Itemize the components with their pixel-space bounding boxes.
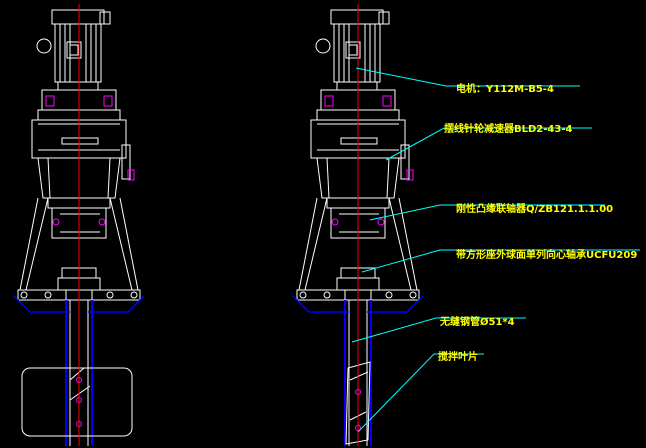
agitator-right-view: [292, 4, 424, 446]
leader-blade: [357, 353, 484, 433]
agitator-left-view: [13, 4, 145, 446]
leader-reducer: [385, 127, 592, 161]
leader-lines: [351, 67, 640, 433]
label-bearing: 带方形座外球面单列向心轴承UCFU209: [456, 248, 637, 261]
leader-bearing: [361, 249, 640, 273]
label-coupling: 刚性凸缘联轴器Q/ZB121.1.1.00: [456, 202, 613, 215]
leader-coupling: [369, 204, 605, 221]
label-blade: 搅拌叶片: [438, 350, 478, 363]
leader-motor: [355, 67, 580, 87]
shaft-right: [292, 295, 424, 446]
motor-right: [315, 9, 390, 91]
label-motor: 电机：Y112M-B5-4: [456, 82, 554, 95]
motor-left: [36, 9, 111, 91]
shaft-left: [13, 295, 145, 446]
annotation-labels: 电机：Y112M-B5-4 摆线针轮减速器BLD2-43-4 刚性凸缘联轴器Q/…: [438, 82, 637, 363]
blade-left: [21, 367, 133, 437]
leader-pipe: [351, 317, 526, 343]
label-pipe: 无缝钢管Ø51*4: [439, 315, 515, 328]
label-reducer: 摆线针轮减速器BLD2-43-4: [444, 122, 572, 135]
